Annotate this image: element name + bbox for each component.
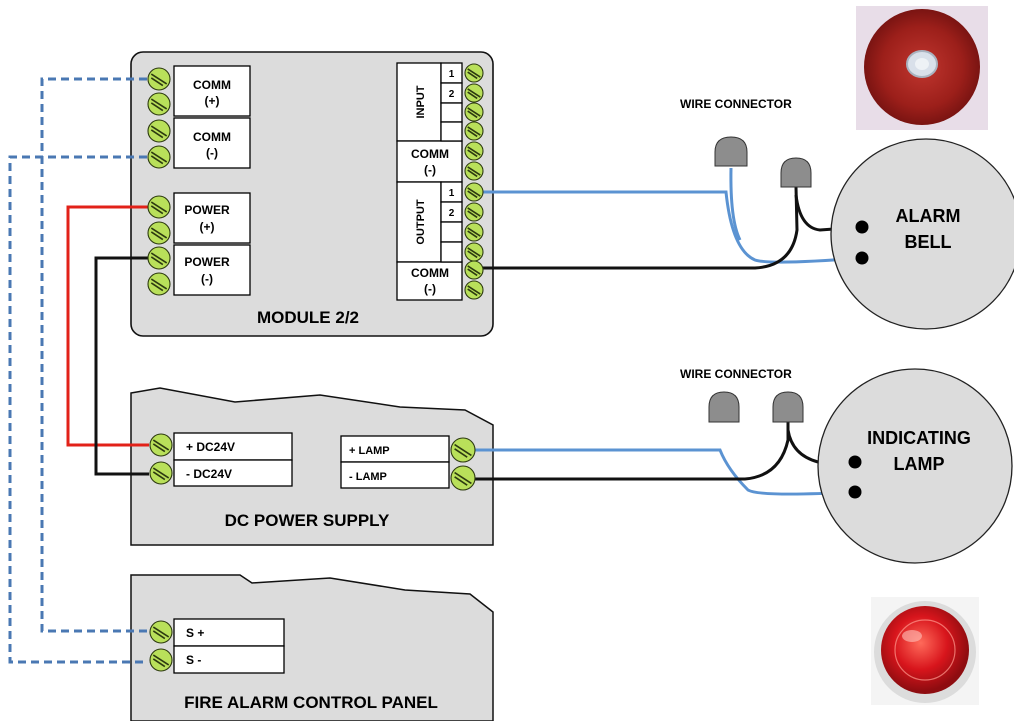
- dc-plus-box: [173, 432, 293, 461]
- bell-wire-connector-label: WIRE CONNECTOR: [680, 97, 792, 111]
- power-wiring: [66, 205, 149, 476]
- comm-minus-box: [173, 117, 251, 169]
- comm-plus-label-1: COMM: [193, 78, 231, 92]
- fire-alarm-control-panel: [130, 574, 494, 721]
- alarm-bell-label-2: BELL: [905, 232, 952, 252]
- output-pin-cell-4: [440, 241, 463, 263]
- module-comm-terminal-1: [147, 67, 171, 91]
- lamp-minus-label: - LAMP: [349, 471, 387, 483]
- module-right-terminal-11: [464, 260, 484, 280]
- control-panel-title: FIRE ALARM CONTROL PANEL: [184, 693, 438, 712]
- screw-terminals: [147, 63, 484, 672]
- module-power-terminal-4: [147, 272, 171, 296]
- lamp-terminal-dot-1: [848, 455, 862, 469]
- dc-plus-label: + DC24V: [186, 440, 235, 454]
- module-right-terminal-1: [464, 63, 484, 83]
- lamp-wire-connector-2-icon: [772, 391, 804, 423]
- lamp-minus-box: [340, 461, 450, 489]
- power-plus-label-1: POWER: [184, 203, 230, 217]
- module-comm-terminal-4: [147, 145, 171, 169]
- bell-wire-connector-1-icon: [714, 136, 748, 167]
- s-plus-label: S +: [186, 626, 204, 640]
- dc-minus-box: [173, 459, 293, 487]
- indicating-lamp-photo: [871, 597, 979, 705]
- s-plus-box: [173, 618, 285, 647]
- output-pin-cell-3: [440, 221, 463, 243]
- s-plus-terminal: [149, 620, 173, 644]
- power-minus-label-2: (-): [201, 272, 213, 286]
- bell-terminal-dot-2: [855, 251, 869, 265]
- module-power-terminal-3: [147, 246, 171, 270]
- dc-minus-label: - DC24V: [186, 467, 232, 481]
- lamp-plus-box: [340, 435, 450, 463]
- comm-right-label-2b: (-): [424, 282, 436, 296]
- power-minus-label-1: POWER: [184, 255, 230, 269]
- s-minus-terminal: [149, 648, 173, 672]
- lamp-wire-connector-1-icon: [708, 391, 740, 423]
- alarm-bell-photo: [856, 6, 988, 130]
- module-right-terminal-4: [464, 121, 484, 141]
- comm-right-box-1: [396, 140, 463, 183]
- output-label: OUTPUT: [415, 199, 427, 245]
- indicating-lamp-wiring: [475, 420, 856, 496]
- alarm-bell-wiring: [475, 167, 863, 270]
- module-title: MODULE 2/2: [257, 308, 359, 327]
- module-power-terminal-1: [147, 195, 171, 219]
- module-right-terminal-5: [464, 141, 484, 161]
- s-minus-box: [173, 645, 285, 674]
- comm-loop-wiring: [8, 77, 147, 664]
- input-label: INPUT: [415, 85, 427, 118]
- power-plus-box: [173, 192, 251, 244]
- dc-power-supply: [130, 387, 494, 546]
- output-pin-1: 1: [449, 188, 455, 199]
- module-comm-terminal-3: [147, 119, 171, 143]
- module-right-terminal-3: [464, 102, 484, 122]
- comm-minus-label-1: COMM: [193, 130, 231, 144]
- lamp-plus-terminal: [450, 437, 476, 463]
- alarm-bell-label-1: ALARM: [896, 206, 961, 226]
- input-pin-cell-3: [440, 102, 463, 123]
- power-plus-label-2: (+): [200, 220, 215, 234]
- output-pin-2: 2: [449, 208, 455, 219]
- indicating-lamp-device: [817, 368, 1013, 564]
- s-minus-label: S -: [186, 653, 201, 667]
- module-right-terminal-2: [464, 83, 484, 103]
- bell-wire-connector-2-icon: [780, 157, 812, 188]
- input-pin-1: 1: [449, 69, 455, 80]
- comm-right-label-1a: COMM: [411, 147, 449, 161]
- module-right-terminal-8: [464, 202, 484, 222]
- module-power-terminal-2: [147, 221, 171, 245]
- comm-minus-label-2: (-): [206, 146, 218, 160]
- module-right-terminal-10: [464, 242, 484, 262]
- dc-minus-terminal: [149, 461, 173, 485]
- indicating-lamp-label-2: LAMP: [894, 454, 945, 474]
- indicating-lamp-label-1: INDICATING: [867, 428, 971, 448]
- alarm-bell-device: [830, 138, 1014, 330]
- lamp-minus-terminal: [450, 465, 476, 491]
- module-right-terminal-6: [464, 161, 484, 181]
- comm-right-label-2a: COMM: [411, 266, 449, 280]
- lamp-plus-label: + LAMP: [349, 445, 390, 457]
- power-minus-box: [173, 244, 251, 296]
- dc-plus-terminal: [149, 433, 173, 457]
- module-right-terminal-9: [464, 222, 484, 242]
- lamp-terminal-dot-2: [848, 485, 862, 499]
- comm-plus-box: [173, 65, 251, 117]
- comm-right-label-1b: (-): [424, 163, 436, 177]
- input-pin-2: 2: [449, 89, 455, 100]
- input-pin-cell-4: [440, 121, 463, 142]
- module-comm-terminal-2: [147, 92, 171, 116]
- comm-plus-label-2: (+): [205, 94, 220, 108]
- lamp-wire-connector-label: WIRE CONNECTOR: [680, 367, 792, 381]
- module-right-terminal-7: [464, 182, 484, 202]
- comm-right-box-2: [396, 261, 463, 301]
- power-supply-title: DC POWER SUPPLY: [225, 511, 390, 530]
- module-right-terminal-12: [464, 280, 484, 300]
- bell-terminal-dot-1: [855, 220, 869, 234]
